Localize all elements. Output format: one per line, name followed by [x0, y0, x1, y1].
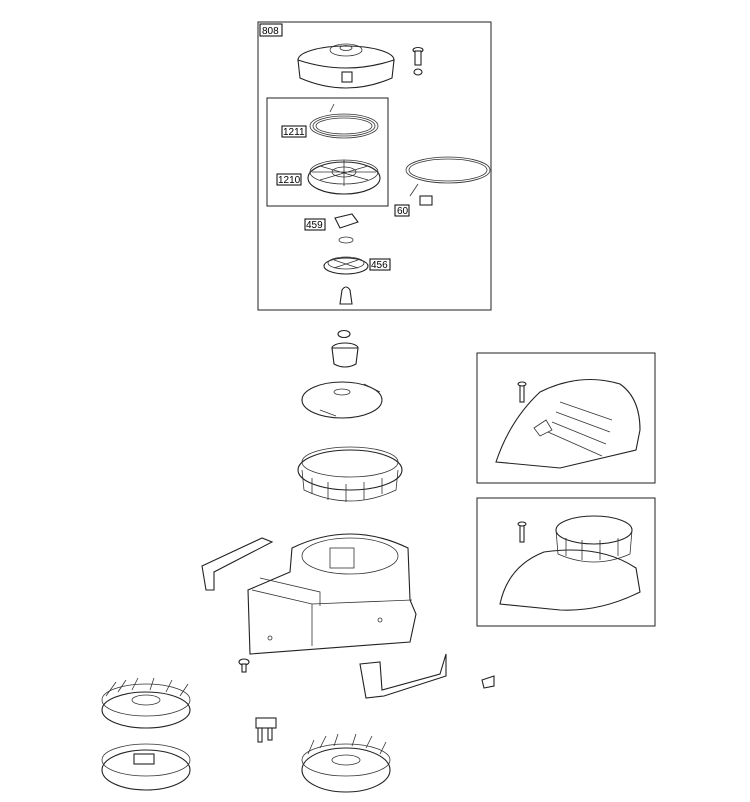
optional-housing-cover[interactable] [476, 352, 656, 484]
starter-cup[interactable] [331, 342, 359, 368]
bolt[interactable] [412, 46, 424, 76]
label-459: 459 [306, 220, 323, 231]
recoil-spring[interactable] [309, 103, 379, 139]
flywheel-fan[interactable] [101, 677, 191, 729]
label-1211: 1211 [283, 127, 305, 138]
starter-housing[interactable] [297, 43, 395, 89]
starter-pulley[interactable] [307, 159, 381, 195]
nut[interactable] [337, 329, 351, 339]
optional-housing-with-ring[interactable] [476, 497, 656, 627]
terminal[interactable] [255, 717, 277, 743]
flywheel[interactable] [101, 743, 191, 791]
housing-screw[interactable] [238, 658, 250, 673]
label-808: 808 [262, 26, 279, 37]
screen-retainer[interactable] [297, 446, 403, 502]
clip[interactable] [481, 675, 495, 689]
flywheel-fan-alternate[interactable] [301, 733, 391, 793]
blower-housing[interactable] [247, 533, 417, 655]
label-456: 456 [371, 260, 388, 271]
screw[interactable] [339, 286, 353, 305]
starter-rope[interactable] [405, 156, 491, 206]
label-60: 60 [397, 206, 409, 217]
air-guide[interactable] [201, 537, 274, 591]
pawl[interactable] [334, 213, 359, 244]
cylinder-baffle[interactable] [359, 653, 447, 699]
debris-screen[interactable] [301, 381, 383, 419]
retainer[interactable] [323, 256, 369, 275]
label-1210: 1210 [278, 175, 301, 186]
rewind-starter-assembly[interactable]: 808 1211 [257, 21, 492, 311]
